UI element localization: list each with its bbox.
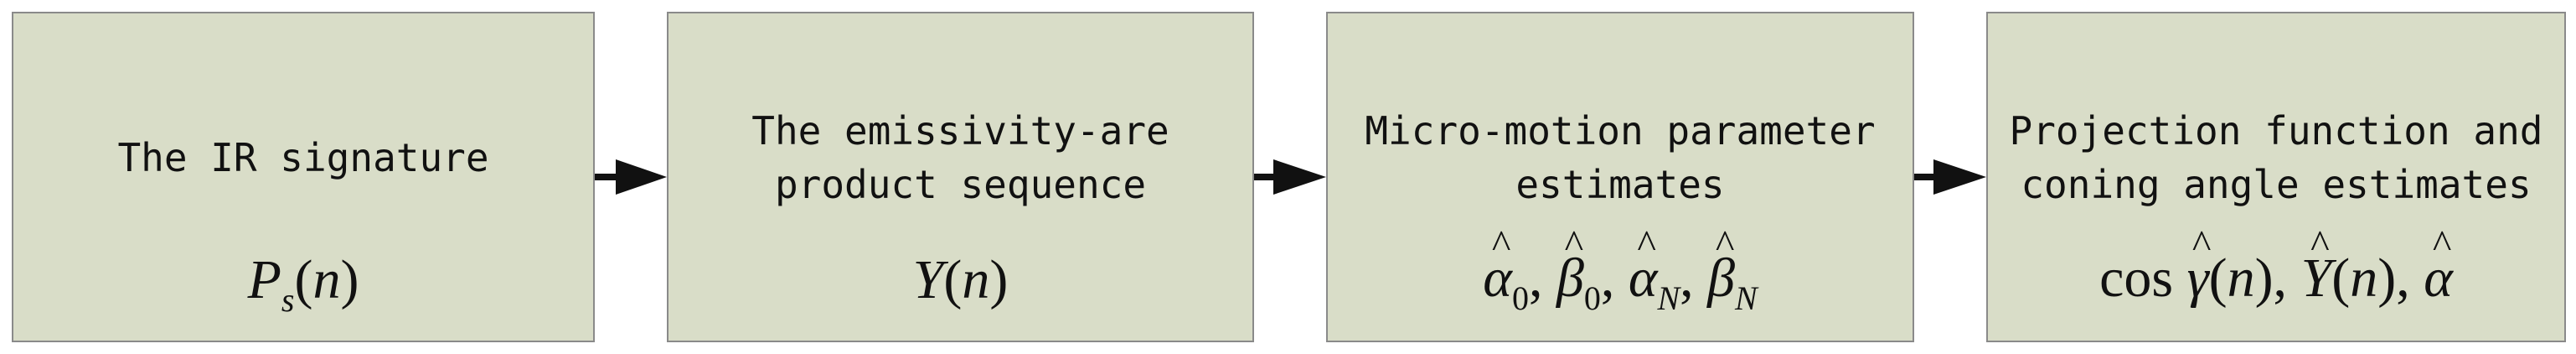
- block-4-formula: cos γ(n), Y(n), α: [1988, 247, 2564, 310]
- block-projection-coning-estimates: Projection function and coning angle est…: [1986, 12, 2566, 342]
- block-micro-motion-estimates: Micro-motion parameter estimates α0, β0,…: [1326, 12, 1914, 342]
- arrow-3-to-4: [1914, 159, 1986, 195]
- block-4-label: Projection function and coning angle est…: [2009, 108, 2543, 207]
- arrow-1-to-2: [595, 159, 667, 195]
- block-2-formula: Y(n): [912, 249, 1009, 310]
- arrow-2-to-3: [1254, 159, 1326, 195]
- block-1-formula: Ps(n): [247, 249, 359, 319]
- block-ir-signature: The IR signature Ps(n): [12, 12, 595, 342]
- block-emissivity-sequence: The emissivity-are product sequence Y(n): [667, 12, 1254, 342]
- block-3-label: Micro-motion parameter estimates: [1365, 108, 1876, 207]
- block-1-label: The IR signature: [117, 135, 489, 180]
- block-2-label: The emissivity-are product sequence: [751, 108, 1169, 207]
- block-3-formula: α0, β0, αN, βN: [1328, 247, 1913, 318]
